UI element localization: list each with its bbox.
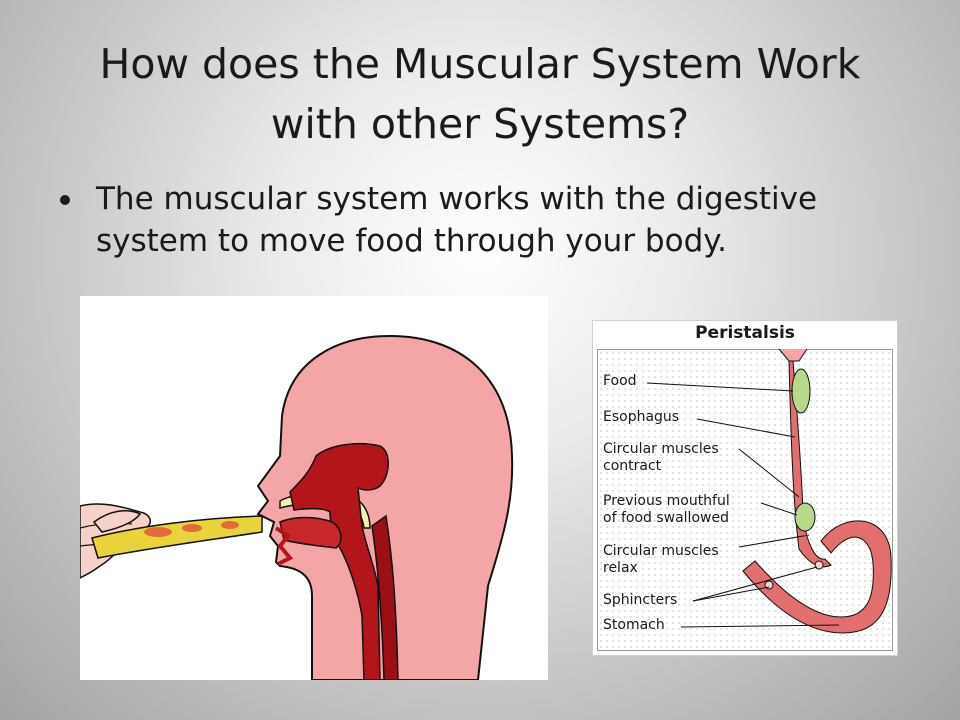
- label-circular-relax-line-1: Circular muscles: [603, 543, 719, 559]
- label-stomach: Stomach: [603, 617, 665, 633]
- label-circular-contract-line-1: Circular muscles: [603, 441, 719, 457]
- peristalsis-title: Peristalsis: [695, 323, 795, 343]
- thumb: [92, 509, 142, 533]
- food-slice: [91, 515, 263, 559]
- label-previous-line-1: Previous mouthful: [603, 493, 730, 509]
- food-topping: [144, 527, 172, 537]
- label-circular-relax-line-2: relax: [603, 560, 638, 576]
- label-food: Food: [603, 373, 637, 389]
- sphincter-upper: [814, 560, 824, 570]
- food-topping: [221, 521, 239, 529]
- bullet-list: The muscular system works with the diges…: [58, 178, 918, 262]
- peristalsis-frame: [597, 349, 893, 651]
- peristalsis-diagram: Peristalsis Food Esophagus Circular musc…: [592, 320, 898, 656]
- slide-title-line-1: How does the Muscular System Work: [99, 40, 861, 88]
- throat-muscle: [289, 442, 389, 680]
- food-bolus: [791, 368, 811, 414]
- peristalsis-drawing: [646, 348, 892, 634]
- bullet-text: The muscular system works with the diges…: [96, 181, 818, 259]
- label-sphincters: Sphincters: [603, 592, 678, 608]
- previous-bolus: [794, 502, 816, 532]
- food-topping: [182, 524, 202, 532]
- tongue: [279, 516, 342, 549]
- slide-title: How does the Muscular System Work with o…: [40, 34, 920, 154]
- label-previous-line-2: of food swallowed: [603, 510, 729, 526]
- swallowing-drawing: [80, 334, 514, 680]
- lips: [274, 526, 294, 566]
- bullet-item: The muscular system works with the diges…: [58, 178, 918, 262]
- esophagus-tube: [371, 514, 399, 680]
- stomach-shape: [742, 520, 892, 634]
- label-circular-contract-line-2: contract: [603, 458, 662, 474]
- slide-title-line-2: with other Systems?: [270, 100, 690, 148]
- bullet-dot-icon: [60, 195, 70, 205]
- swallowing-illustration: [80, 296, 548, 680]
- label-esophagus: Esophagus: [603, 409, 680, 425]
